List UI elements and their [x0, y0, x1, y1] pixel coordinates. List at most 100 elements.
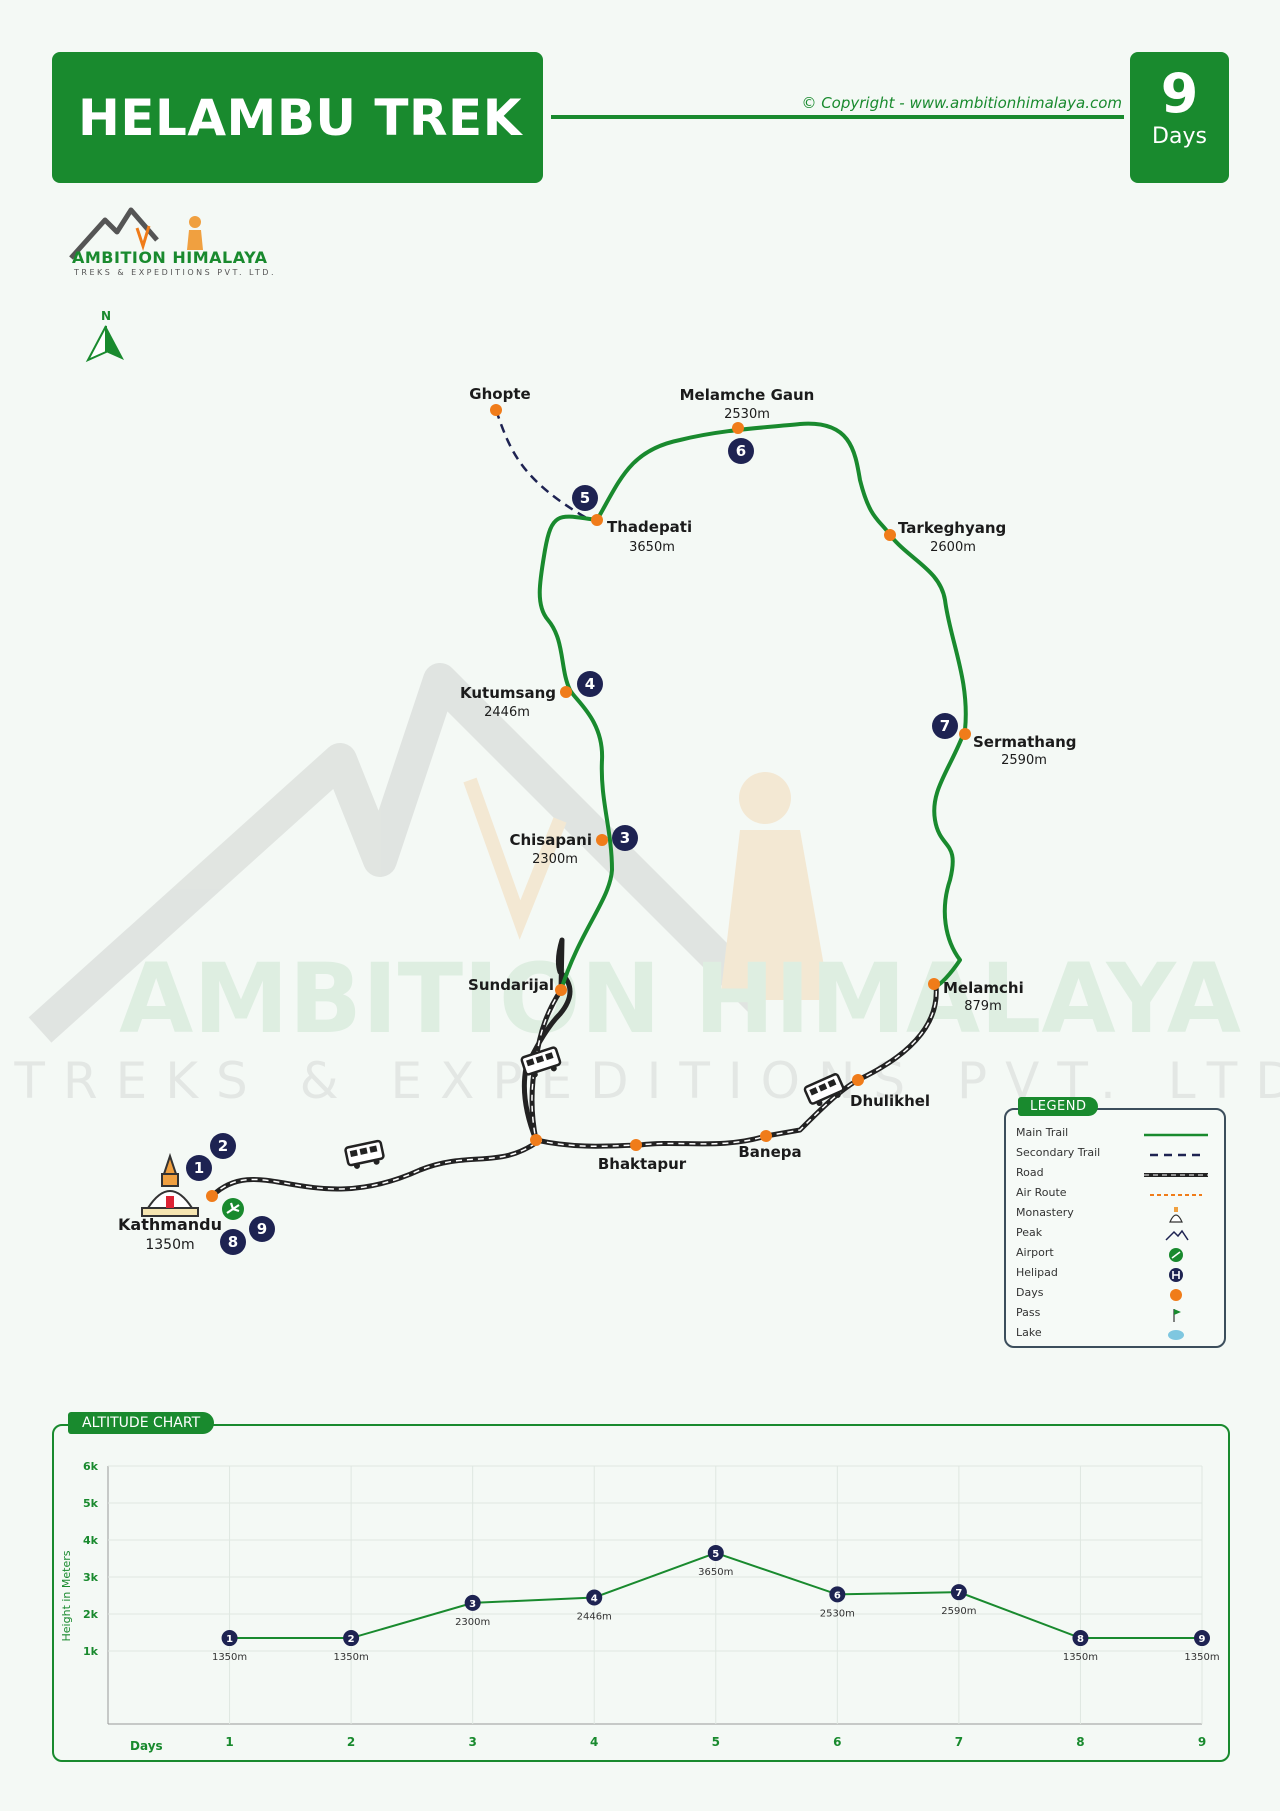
day-marker-1: 1 [186, 1155, 212, 1181]
altitude-data-label: 1350m [212, 1652, 247, 1663]
legend-row-pass: Pass [1016, 1306, 1214, 1324]
copyright-text[interactable]: © Copyright - www.ambitionhimalaya.com [801, 94, 1122, 112]
legend-row-helipad: Helipad [1016, 1266, 1214, 1284]
altitude-point-number: 5 [712, 1549, 719, 1560]
alt-thadepati: 3650m [629, 540, 675, 555]
altitude-point-number: 1 [226, 1634, 233, 1645]
y-tick-label: 1k [83, 1645, 99, 1658]
legend-row-airport: Airport [1016, 1246, 1214, 1264]
altitude-data-label: 1350m [1184, 1652, 1219, 1663]
orange-dot-icon [1170, 1289, 1182, 1301]
day-marker-6: 6 [728, 438, 754, 464]
alt-sermathang: 2590m [1001, 753, 1047, 768]
altitude-point-1 [221, 1630, 238, 1647]
logo-subtitle: TREKS & EXPEDITIONS PVT. LTD. [74, 268, 276, 277]
altitude-data-label: 1350m [334, 1652, 369, 1663]
svg-text:2: 2 [218, 1137, 228, 1155]
svg-text:8: 8 [228, 1233, 238, 1251]
dotted-orange-line-icon [1150, 1194, 1202, 1196]
day-marker-9: 9 [249, 1216, 275, 1242]
y-tick-label: 4k [83, 1534, 99, 1547]
altitude-point-number: 8 [1077, 1634, 1084, 1645]
altitude-data-label: 2300m [455, 1617, 490, 1628]
day-marker-7: 7 [932, 713, 958, 739]
altitude-data-label: 3650m [698, 1567, 733, 1578]
label-bhaktapur: Bhaktapur [598, 1155, 687, 1173]
altitude-data-label: 2446m [577, 1611, 612, 1622]
label-melamche-gaun: Melamche Gaun [680, 386, 815, 404]
trek-map: AMBITION HIMALAYA TREKS & EXPEDITIONS PV… [13, 385, 1280, 1255]
duration-badge: 9 Days [1130, 52, 1229, 183]
label-tarkeghyang: Tarkeghyang [898, 519, 1006, 537]
bus-icon [344, 1139, 385, 1169]
dot-melamchi [928, 978, 940, 990]
dot-dhulikhel [852, 1074, 864, 1086]
day-location-dots [206, 404, 971, 1202]
day-markers: 1 2 3 4 5 6 7 8 9 [186, 438, 958, 1255]
watermark-line1: AMBITION HIMALAYA [119, 943, 1241, 1055]
x-tick-label: 1 [225, 1735, 233, 1749]
x-tick-label: 2 [347, 1735, 355, 1749]
label-kutumsang: Kutumsang [460, 684, 556, 702]
map-legend: LEGEND Main Trail Secondary Trail Road A… [1004, 1097, 1226, 1348]
header-rule [551, 115, 1124, 119]
altitude-point-number: 6 [834, 1590, 841, 1601]
bus-icon [520, 1046, 562, 1078]
secondary-trail [494, 409, 591, 522]
dot-sundarijal [555, 984, 567, 996]
x-tick-label: 5 [712, 1735, 720, 1749]
alt-chisapani: 2300m [532, 852, 578, 867]
altitude-point-8 [1072, 1630, 1089, 1647]
y-tick-label: 2k [83, 1608, 99, 1621]
airport-icon [222, 1198, 244, 1220]
svg-text:7: 7 [940, 717, 950, 735]
watermark: AMBITION HIMALAYA TREKS & EXPEDITIONS PV… [13, 663, 1280, 1110]
dot-melamche-gaun [732, 422, 744, 434]
svg-text:9: 9 [257, 1220, 267, 1238]
alt-tarkeghyang: 2600m [930, 540, 976, 555]
altitude-data-label: 1350m [1063, 1652, 1098, 1663]
dot-banepa [760, 1130, 772, 1142]
altitude-point-6 [829, 1586, 846, 1603]
day-marker-3: 3 [612, 825, 638, 851]
svg-text:6: 6 [736, 442, 746, 460]
altitude-point-number: 4 [591, 1593, 598, 1604]
altitude-data-label: 2530m [820, 1608, 855, 1619]
main-trail-line-icon [1144, 1133, 1208, 1137]
altitude-point-7 [950, 1584, 967, 1601]
x-axis-label: Days [130, 1739, 163, 1753]
chart-title: ALTITUDE CHART [68, 1412, 215, 1434]
label-kathmandu: Kathmandu [118, 1215, 222, 1234]
dashed-line-icon [1150, 1153, 1202, 1157]
day-marker-5: 5 [572, 485, 598, 511]
legend-row-road: Road [1016, 1166, 1214, 1184]
dot-sermathang [959, 728, 971, 740]
x-tick-label: 9 [1198, 1735, 1206, 1749]
title-banner: HELAMBU TREK [52, 52, 543, 183]
dot-ghopte [490, 404, 502, 416]
road-network [210, 937, 939, 1198]
y-tick-label: 5k [83, 1497, 99, 1510]
label-banepa: Banepa [738, 1143, 801, 1161]
airport-icon [1169, 1248, 1183, 1262]
monastery-icon [141, 1152, 199, 1217]
altitude-point-9 [1194, 1630, 1210, 1647]
svg-text:3: 3 [620, 829, 630, 847]
lake-icon [1168, 1330, 1184, 1340]
x-tick-label: 4 [590, 1735, 598, 1749]
x-tick-label: 8 [1076, 1735, 1084, 1749]
svg-text:4: 4 [585, 675, 595, 693]
bus-icon [803, 1073, 845, 1107]
legend-row-secondary-trail: Secondary Trail [1016, 1146, 1214, 1164]
altitude-point-number: 9 [1199, 1634, 1206, 1645]
dot-chisapani [596, 834, 608, 846]
alt-melamchi: 879m [964, 999, 1001, 1014]
altitude-point-number: 7 [955, 1588, 962, 1599]
legend-row-monastery: Monastery [1016, 1206, 1214, 1224]
x-tick-label: 6 [833, 1735, 841, 1749]
alt-melamche-gaun: 2530m [724, 407, 770, 422]
legend-row-peak: Peak [1016, 1226, 1214, 1244]
north-label: N [101, 309, 111, 323]
main-trail [537, 421, 968, 991]
